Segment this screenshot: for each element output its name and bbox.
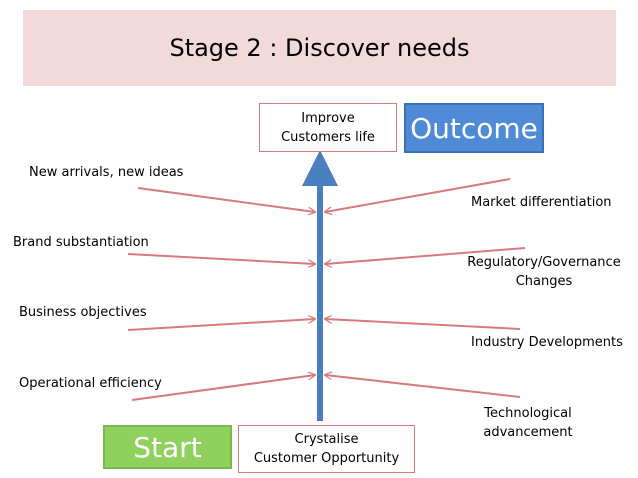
goal-box: Improve Customers life bbox=[259, 103, 397, 152]
goal-line-2: Customers life bbox=[281, 129, 375, 145]
title-banner: Stage 2 : Discover needs bbox=[23, 10, 616, 86]
branch-right-3 bbox=[325, 319, 521, 330]
origin-line-1: Crystalise bbox=[294, 432, 359, 447]
factor-right-4-line-2: advancement bbox=[483, 425, 573, 440]
branch-right-2 bbox=[325, 247, 526, 264]
factor-right-2-line-2: Changes bbox=[515, 274, 573, 289]
factor-right-2: Regulatory/Governance Changes bbox=[466, 253, 622, 291]
origin-line-2: Customer Opportunity bbox=[253, 451, 400, 466]
origin-box: Crystalise Customer Opportunity bbox=[238, 425, 415, 473]
factor-left-2: Brand substantiation bbox=[13, 235, 149, 250]
start-badge: Start bbox=[103, 425, 232, 469]
goal-line-1: Improve bbox=[301, 110, 355, 126]
factor-right-2-line-1: Regulatory/Governance bbox=[467, 255, 621, 270]
factor-right-4: Technological advancement bbox=[478, 404, 578, 442]
outcome-label: Outcome bbox=[410, 111, 538, 145]
branch-left-2 bbox=[127, 253, 315, 264]
start-label: Start bbox=[133, 430, 202, 464]
factor-left-1: New arrivals, new ideas bbox=[29, 165, 184, 180]
branch-left-3 bbox=[127, 319, 315, 331]
branch-left-1 bbox=[137, 187, 315, 212]
factor-right-4-line-1: Technological bbox=[484, 406, 572, 421]
factor-right-1: Market differentiation bbox=[471, 195, 612, 210]
page-title: Stage 2 : Discover needs bbox=[169, 34, 470, 62]
factor-left-3: Business objectives bbox=[19, 305, 147, 320]
factor-right-3: Industry Developments bbox=[471, 335, 623, 350]
branch-left-4 bbox=[131, 375, 315, 401]
outcome-badge: Outcome bbox=[404, 103, 544, 153]
branch-right-4 bbox=[325, 375, 521, 398]
factor-left-4: Operational efficiency bbox=[19, 376, 162, 391]
branch-right-1 bbox=[325, 178, 511, 212]
